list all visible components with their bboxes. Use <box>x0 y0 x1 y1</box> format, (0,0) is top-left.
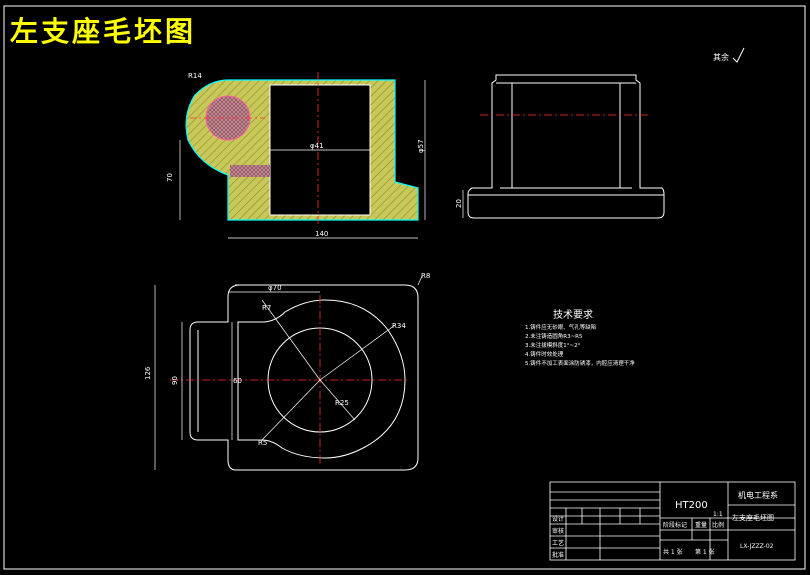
material-label: HT200 <box>675 500 708 511</box>
top-w-dim: 90 <box>171 376 179 385</box>
front-width-dim: 140 <box>315 230 328 238</box>
weight-label: 重量 <box>695 521 707 529</box>
sheet-no: 第 1 张 <box>695 548 715 556</box>
outer-frame <box>3 5 806 570</box>
roughness-check-icon <box>732 47 745 63</box>
tech-req-item: 3.未注拔模斜度1°~2° <box>525 341 581 349</box>
designer-label: 设计 <box>552 515 564 523</box>
top-inner-dim: φ70 <box>268 284 282 292</box>
tech-req-heading: 技术要求 <box>553 308 593 321</box>
scale-value: 1:1 <box>713 511 723 518</box>
title-block-text: HT200 机电工程系 左支座毛坯图 LX-JZZZ-02 阶段标记 重量 比例… <box>552 490 778 559</box>
top-r3-dim: R25 <box>335 399 349 407</box>
tech-req-item: 2.未注铸造圆角R3~R5 <box>525 332 583 340</box>
top-view-dims: 126 90 60 φ70 R7 R34 R25 R5 R8 <box>144 272 430 447</box>
top-r4-dim: R5 <box>258 439 267 447</box>
top-view <box>154 275 423 471</box>
top-left-dim: 60 <box>233 377 242 385</box>
side-view: 20 <box>455 74 665 219</box>
review-label: 审核 <box>552 527 564 535</box>
drawing-no-label: LX-JZZZ-02 <box>740 543 774 550</box>
tech-requirements: 技术要求 1.铸件应无砂眼、气孔等缺陷 2.未注铸造圆角R3~R5 3.未注拔模… <box>525 308 635 367</box>
approve-label: 批准 <box>552 551 564 559</box>
top-corner-dim: R8 <box>421 272 430 280</box>
top-h-dim: 126 <box>144 366 152 380</box>
tech-req-item: 1.铸件应无砂眼、气孔等缺陷 <box>525 323 596 331</box>
roughness-note: 其余 <box>713 52 729 62</box>
stage-mark-label: 阶段标记 <box>663 521 687 529</box>
process-label: 工艺 <box>552 539 564 547</box>
front-bore-dim: φ41 <box>310 142 324 150</box>
tech-req-item: 4.铸件时效处理 <box>525 350 564 358</box>
title-block <box>549 481 796 561</box>
page-title: 左支座毛坯图 <box>10 15 197 48</box>
top-r1-dim: R7 <box>262 304 271 312</box>
side-h-dim: 20 <box>455 199 463 208</box>
school-label: 机电工程系 <box>738 490 778 500</box>
tech-req-item: 5.铸件不加工表面涂防锈漆，内腔应清理干净 <box>525 359 635 367</box>
sheet-total: 共 1 张 <box>663 548 683 556</box>
front-height-dim: φ57 <box>417 139 425 153</box>
front-section-view: φ41 140 70 φ57 R14 <box>166 72 426 239</box>
top-r2-dim: R34 <box>392 322 406 330</box>
front-small-dim: R14 <box>188 72 202 80</box>
scale-col-label: 比例 <box>712 521 724 529</box>
part-name-label: 左支座毛坯图 <box>732 513 774 522</box>
front-left-dim: 70 <box>166 173 174 182</box>
